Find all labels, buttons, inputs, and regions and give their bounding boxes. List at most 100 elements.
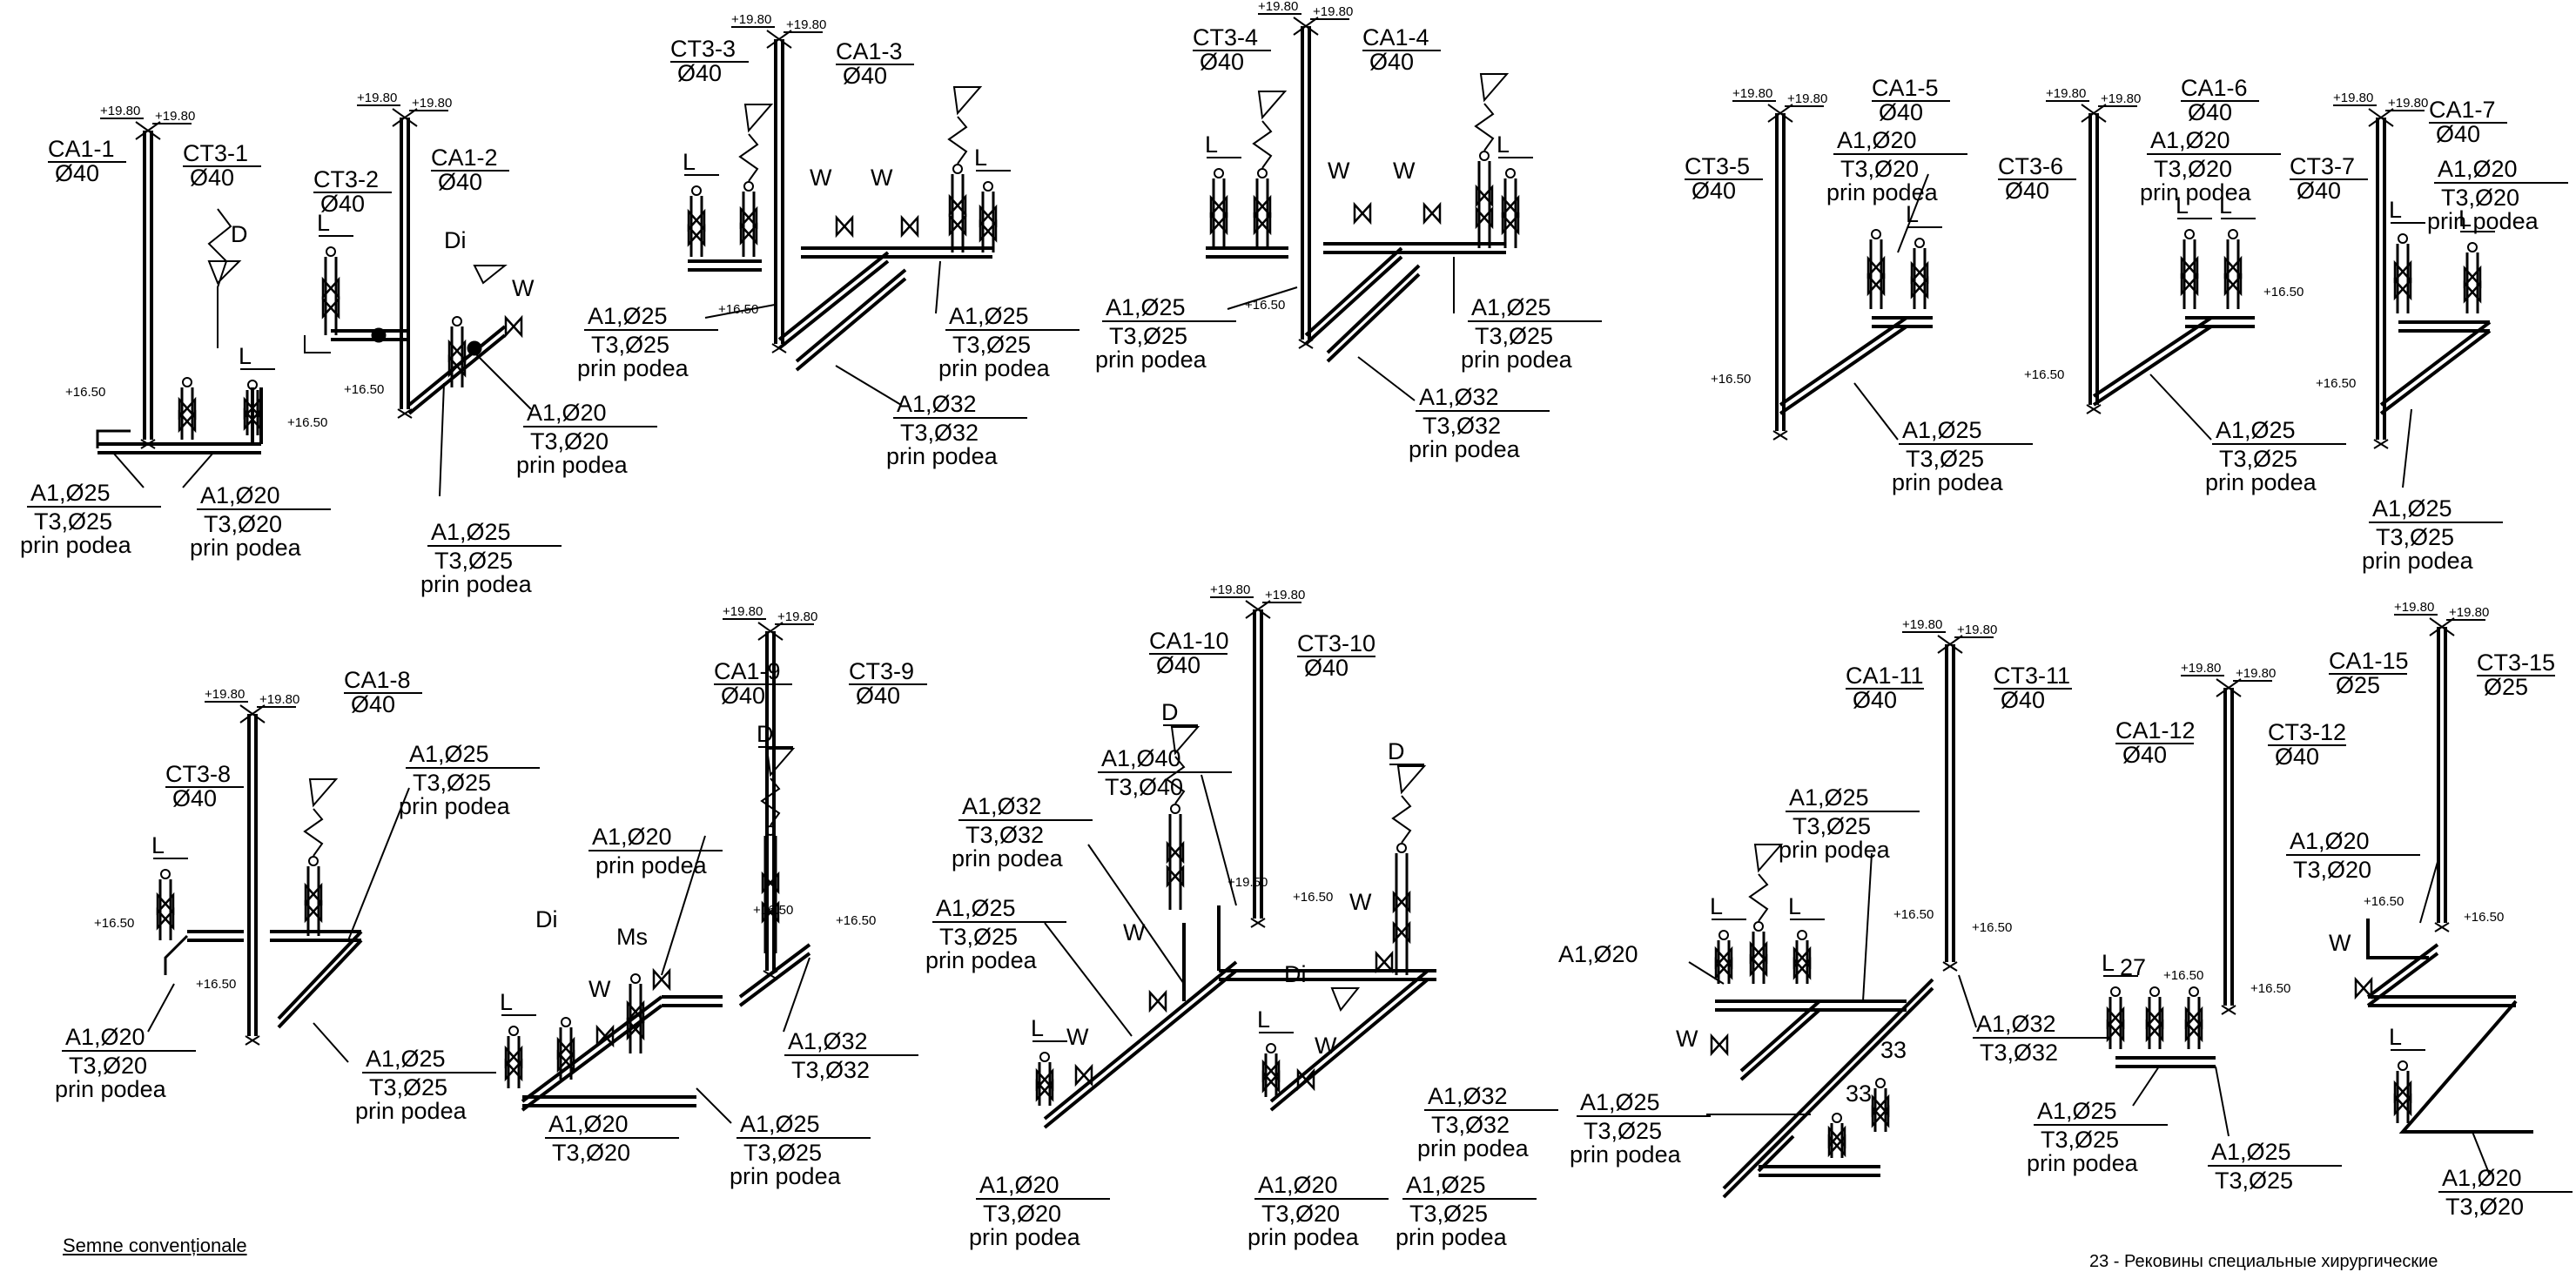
valve-symbol	[900, 214, 919, 239]
fraction-bottom: T3,Ø20	[2154, 156, 2232, 182]
shower-head-icon	[1396, 765, 1427, 795]
fraction-top: A1,Ø20	[1837, 127, 1917, 153]
fraction-top: A1,Ø25	[30, 480, 111, 506]
fraction-bottom: T3,Ø25	[1475, 323, 1553, 349]
riser-tag: CA1-6	[2181, 75, 2248, 101]
riser-tag: CT3-10	[1297, 630, 1375, 656]
fixture-node	[247, 380, 258, 390]
valve-symbol	[1910, 260, 1929, 285]
riser-tag: CA1-3	[836, 38, 903, 64]
fixture-letter: W	[810, 165, 832, 191]
fixture-node	[1875, 1078, 1886, 1088]
elevation-label: +19.80	[1787, 91, 1827, 106]
valve-symbol	[1261, 1059, 1281, 1083]
riser-tag: CT3-7	[2290, 153, 2355, 179]
diagonal-pipe	[1722, 978, 1934, 1190]
valve-symbol	[321, 276, 340, 300]
diagonal-pipe	[1757, 1126, 1795, 1164]
diagonal-pipe	[738, 943, 811, 999]
elevation-label: +19.80	[259, 692, 299, 707]
valve-symbol	[1866, 255, 1886, 279]
elevation-label: +19.80	[777, 609, 817, 624]
fixture-letter: Di	[444, 227, 467, 253]
riser-diameter: Ø40	[2005, 178, 2049, 204]
elevation-label: +16.50	[2024, 367, 2064, 382]
fraction-note: prin podea	[2027, 1150, 2139, 1176]
fraction-bottom: T3,Ø32	[900, 420, 979, 446]
riser-cap	[239, 704, 266, 723]
diagonal-pipe	[2092, 316, 2213, 398]
riser-tag: CT3-8	[165, 761, 231, 787]
riser-cap	[1767, 104, 1793, 123]
fraction-note: prin podea	[516, 452, 629, 478]
fraction-bottom: T3,Ø25	[1409, 1201, 1488, 1227]
fraction-note: prin podea	[355, 1098, 467, 1124]
fraction-top: A1,Ø32	[1428, 1083, 1508, 1109]
fraction-top: A1,Ø25	[1106, 294, 1186, 320]
diagonal-pipe	[1304, 255, 1403, 346]
fixture-node	[1505, 168, 1516, 178]
elevation-label: +16.50	[1711, 372, 1751, 387]
fraction-bottom: T3,Ø20	[2441, 185, 2519, 211]
fixture-node	[160, 869, 171, 879]
valve-symbol	[504, 314, 523, 339]
diagonal-pipe	[2092, 325, 2213, 407]
riser-base	[245, 1035, 260, 1046]
leader	[182, 452, 214, 488]
elevation-label: +19.80	[723, 604, 763, 619]
fixture-letter: Di	[1284, 961, 1307, 987]
riser-cap	[2216, 678, 2242, 697]
elevation-label: +16.50	[1972, 920, 2012, 935]
valve-symbol	[2180, 255, 2199, 279]
valve-symbol	[1296, 1067, 1315, 1092]
valve-symbol	[1749, 940, 1768, 965]
elevation-label: +16.50	[836, 913, 876, 928]
fraction-note: prin podea	[730, 1163, 842, 1189]
flex-hose	[760, 777, 781, 826]
diagonal-pipe	[521, 1004, 663, 1112]
riser-tag: CT3-1	[183, 140, 248, 166]
shower-head-icon	[743, 104, 774, 133]
valve-symbol	[2184, 1006, 2203, 1030]
fixture-letter: L	[2219, 192, 2232, 219]
fraction-bottom: T3,Ø40	[1105, 774, 1183, 800]
shower-head-icon	[765, 748, 796, 777]
valve-symbol	[2393, 259, 2412, 284]
valve-symbol	[761, 900, 780, 925]
pipe-run	[304, 335, 331, 353]
shower-head-icon	[308, 778, 339, 808]
fixture-letter: L	[2389, 1024, 2402, 1050]
riser-base	[1250, 918, 1266, 928]
riser-tag: CA1-4	[1362, 24, 1429, 50]
fixture-node	[2149, 986, 2160, 997]
leader	[347, 787, 410, 941]
riser-diameter: Ø40	[1304, 655, 1349, 681]
fraction-top: A1,Ø25	[2037, 1098, 2117, 1124]
valve-symbol	[1166, 865, 1185, 888]
fraction-bottom: T3,Ø20	[204, 511, 282, 537]
valve-symbol	[556, 1036, 575, 1060]
elevation-label: +19.80	[1313, 4, 1353, 19]
fraction-bottom: T3,Ø25	[2215, 1168, 2293, 1194]
fraction-bottom: T3,Ø25	[369, 1074, 447, 1100]
fraction-bottom: T3,Ø20	[983, 1201, 1061, 1227]
shower-head-icon	[207, 260, 242, 285]
junction-dot	[467, 340, 482, 356]
fixture-letter: 33	[1846, 1080, 1872, 1107]
fixture-node	[1266, 1043, 1276, 1053]
valve-symbol	[321, 296, 340, 320]
riser-cap	[1937, 635, 1963, 654]
fraction-bottom: T3,Ø20	[1840, 156, 1919, 182]
fixture-node	[1257, 168, 1268, 178]
leader	[783, 957, 810, 1033]
valve-symbol	[1209, 194, 1228, 219]
fixture-node	[1479, 151, 1490, 161]
riser-diameter: Ø40	[843, 63, 887, 89]
fraction-top: A1,Ø25	[1789, 784, 1869, 811]
fraction-bottom: T3,Ø25	[952, 332, 1031, 358]
valve-symbol	[2463, 265, 2482, 289]
riser-tag: CT3-3	[670, 36, 736, 62]
valve-symbol	[1423, 201, 1442, 225]
riser-cap	[2368, 108, 2394, 127]
fixture-letter: W	[1676, 1026, 1698, 1052]
